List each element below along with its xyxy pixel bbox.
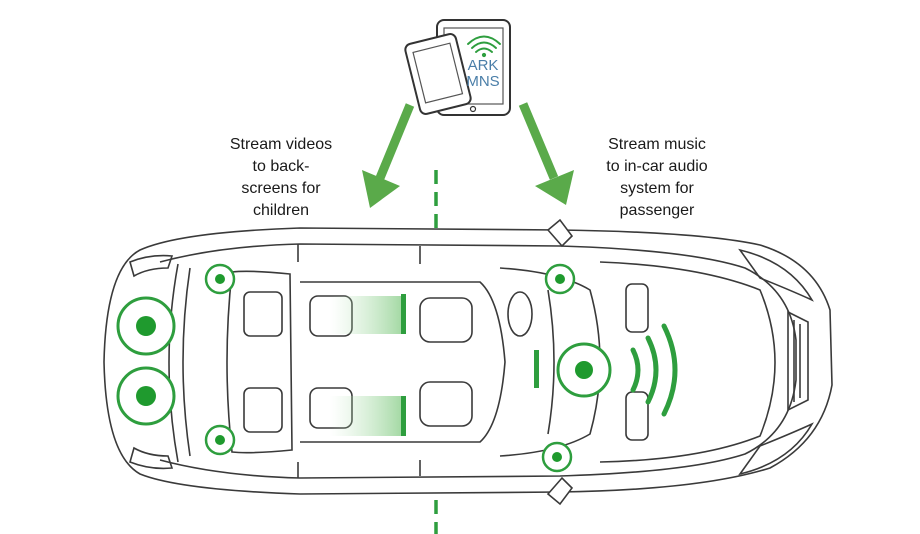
speaker-icon (116, 296, 176, 356)
phone-icon (404, 33, 472, 115)
wifi-icon (467, 35, 501, 58)
speaker-icon (204, 263, 236, 295)
sound-waves-icon (630, 323, 678, 417)
speaker-icon (544, 263, 576, 295)
speaker-icon (204, 424, 236, 456)
speaker-icon (116, 366, 176, 426)
backscreen-beam-top (330, 294, 406, 334)
car-body (103, 218, 833, 506)
logo-mns: MNS (466, 73, 499, 90)
speaker-icon (541, 441, 573, 473)
logo-ark: ARK (468, 57, 499, 74)
caption-audio-system: Stream music to in-car audio system for … (606, 136, 708, 219)
caption-back-screens: Stream videos to back- screens for child… (229, 136, 333, 219)
arrow-right (518, 102, 574, 205)
backscreen-beam-bottom (330, 396, 406, 436)
arrow-left (362, 103, 415, 208)
speaker-icon (556, 342, 612, 398)
